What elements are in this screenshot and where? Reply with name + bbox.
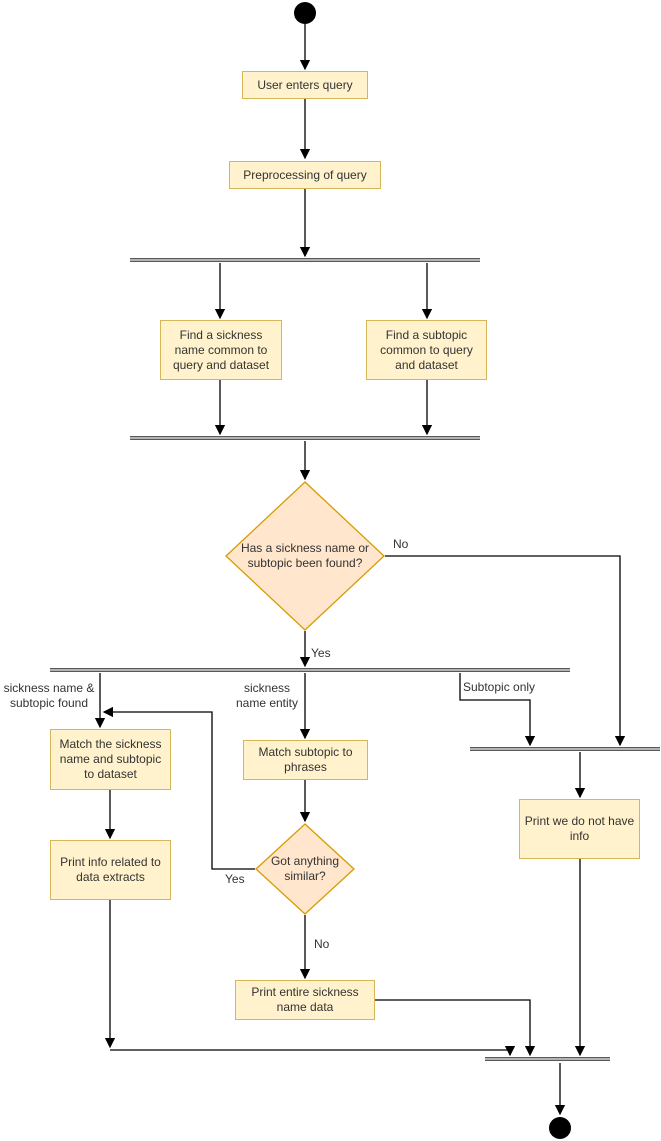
fork-bar-yes-branches [50, 668, 570, 672]
action-label: Print we do not have info [524, 814, 635, 843]
edge-label-yes-loop: Yes [225, 872, 245, 886]
join-bar-final [485, 1057, 610, 1061]
edge-label-yes: Yes [311, 646, 331, 660]
edge-label-no: No [393, 537, 409, 551]
edge-decision-similar-yes-loop [102, 706, 255, 870]
decision-got-anything-similar: Got anything similar? [255, 823, 355, 915]
edge-label-no-similar: No [314, 937, 330, 951]
edge-label-sickness-and-subtopic: sickness name & subtopic found [3, 681, 95, 710]
edge-fork2-subtopic-only-to-join3 [459, 673, 536, 747]
action-label: Match subtopic to phrases [258, 745, 353, 774]
action-print-no-info: Print we do not have info [519, 799, 640, 859]
decision-label: Has a sickness name or subtopic been fou… [240, 541, 370, 570]
action-preprocessing: Preprocessing of query [229, 161, 381, 189]
decision-label: Got anything similar? [270, 854, 340, 883]
final-node [549, 1117, 571, 1139]
fork-bar-parallel-search [130, 258, 480, 262]
decision-shape [255, 823, 355, 915]
decision-sickness-or-subtopic-found: Has a sickness name or subtopic been fou… [225, 481, 385, 631]
action-label: Preprocessing of query [243, 167, 367, 182]
edge-print-entire-to-joinf [375, 999, 536, 1057]
action-label: User enters query [257, 77, 353, 92]
edge-label-sickness-name-entity: sickness name entity [235, 681, 299, 710]
action-match-name-and-subtopic: Match the sickness name and subtopic to … [50, 729, 171, 790]
edge-label-subtopic-only: Subtopic only [463, 680, 536, 694]
decision-shape [225, 481, 385, 631]
edge-decision-found-no [385, 555, 626, 747]
action-label: Match the sickness name and subtopic to … [59, 737, 162, 781]
action-label: Print info related to data extracts [60, 855, 161, 884]
join-bar-parallel-search [130, 436, 480, 440]
action-print-info-extracts: Print info related to data extracts [50, 840, 171, 900]
action-match-subtopic-phrases: Match subtopic to phrases [243, 740, 368, 780]
action-find-subtopic: Find a subtopic common to query and data… [366, 320, 487, 380]
action-find-sickness-name: Find a sickness name common to query and… [160, 320, 282, 380]
action-user-enters-query: User enters query [242, 71, 368, 99]
action-label: Find a subtopic common to query and data… [380, 327, 473, 372]
action-label: Print entire sickness name data [251, 985, 359, 1014]
action-label: Find a sickness name common to query and… [172, 327, 270, 372]
join-bar-no-or-subtopic [470, 747, 660, 751]
action-print-entire-data: Print entire sickness name data [235, 980, 375, 1020]
edge-print-info-to-joinf [110, 1045, 516, 1057]
initial-node [294, 2, 316, 24]
